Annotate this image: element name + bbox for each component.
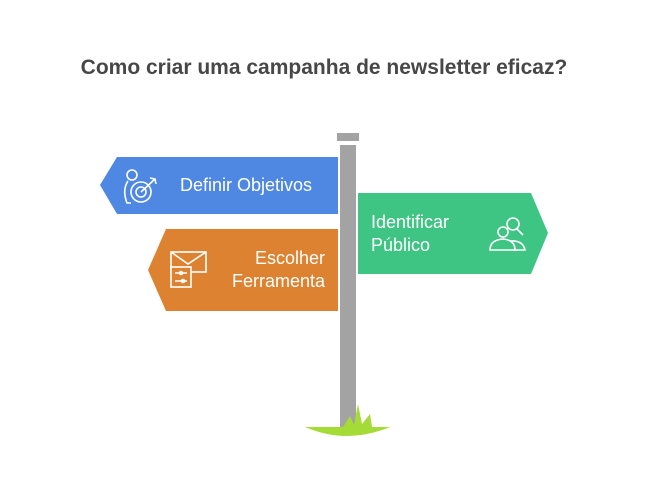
sign-definir-objetivos [100,157,338,214]
person-target-icon [123,169,157,204]
label-identificar-publico: Identificar Público [371,212,450,255]
pole-cap [337,133,359,141]
label-escolher-ferramenta: Escolher Ferramenta [231,248,325,291]
mail-settings-icon [170,251,207,288]
diagram-title: Como criar uma campanha de newsletter ef… [80,56,568,79]
grass-blades [343,404,372,427]
sign-escolher-ferramenta [148,229,338,311]
pole [340,145,356,427]
people-search-icon [489,217,526,251]
label-definir-objetivos: Definir Objetivos [180,175,313,195]
grass [305,427,390,436]
sign-identificar-publico [358,193,548,274]
